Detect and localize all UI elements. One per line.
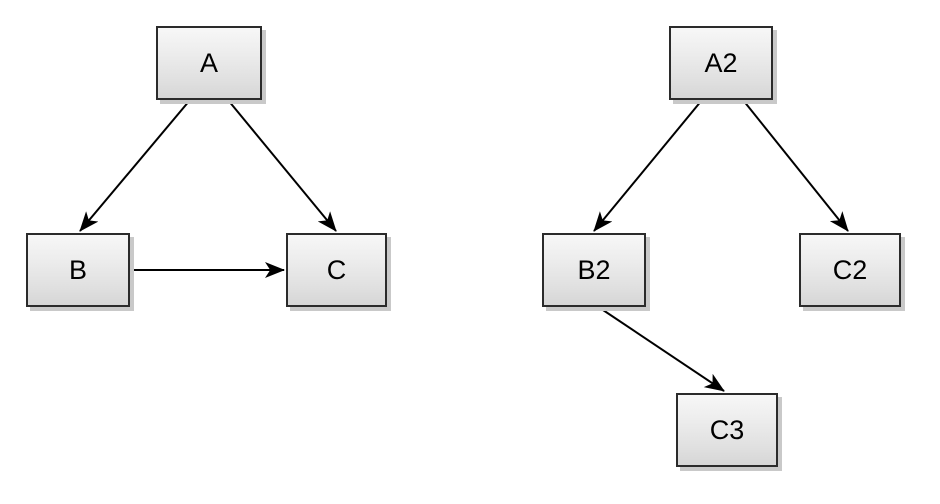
- node-c2[interactable]: C2: [799, 233, 901, 307]
- node-label-c: C: [326, 254, 347, 285]
- edge-A2-to-B2: [593, 99, 703, 232]
- edges-graph-right: [593, 99, 849, 392]
- edge-B2-to-C3: [599, 307, 725, 392]
- edge-A-to-C: [227, 99, 337, 232]
- edge-A2-to-C2: [742, 99, 849, 232]
- node-label-a: A: [199, 47, 218, 78]
- edge-A-to-B: [79, 99, 191, 232]
- node-label-b: B: [68, 254, 87, 285]
- node-label-b2: B2: [577, 254, 611, 285]
- node-label-a2: A2: [704, 47, 738, 78]
- node-a2[interactable]: A2: [669, 26, 773, 100]
- node-a[interactable]: A: [156, 26, 262, 100]
- node-label-c2: C2: [832, 254, 868, 285]
- edges-graph-left: [79, 99, 337, 278]
- node-b[interactable]: B: [26, 233, 130, 307]
- node-label-c3: C3: [709, 414, 745, 445]
- node-c[interactable]: C: [286, 233, 387, 307]
- node-c3[interactable]: C3: [676, 393, 778, 467]
- node-b2[interactable]: B2: [542, 233, 646, 307]
